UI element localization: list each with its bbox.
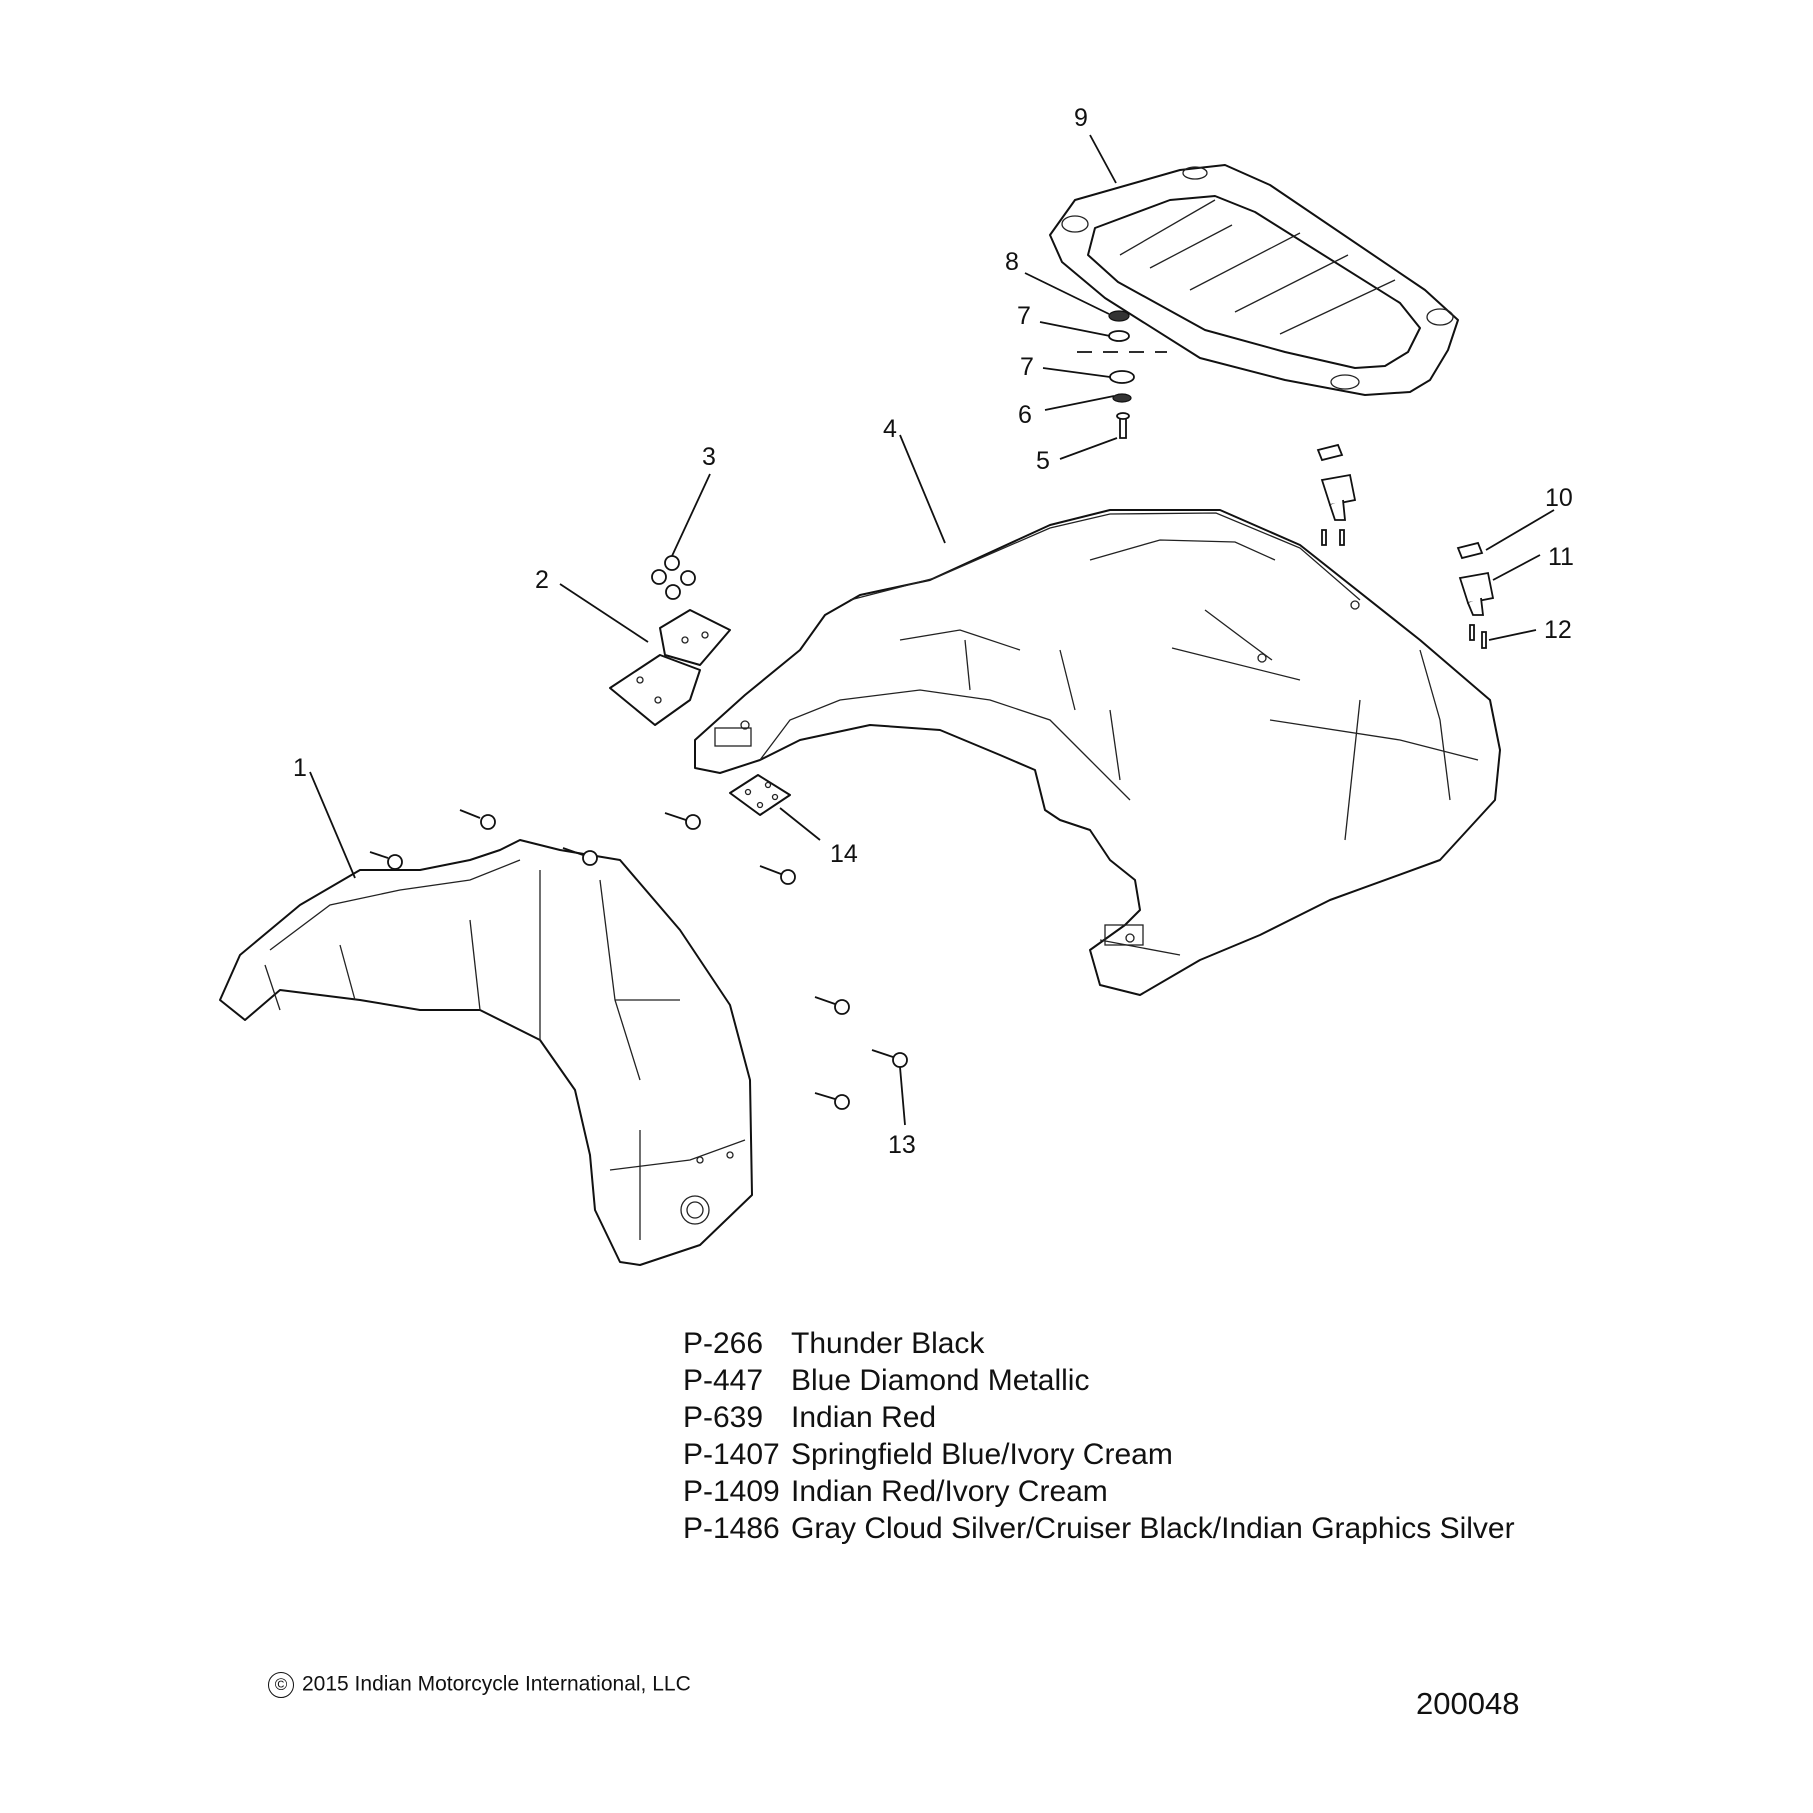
paint-name: Indian Red/Ivory Cream xyxy=(791,1475,1108,1508)
callout-10: 10 xyxy=(1545,484,1573,512)
paint-code-item: P-1407 Springfield Blue/Ivory Cream xyxy=(683,1436,1515,1473)
rack-mount-hardware xyxy=(1077,310,1167,439)
paint-name: Springfield Blue/Ivory Cream xyxy=(791,1438,1173,1471)
drawing-number: 200048 xyxy=(1416,1686,1520,1721)
callout-8: 8 xyxy=(1005,248,1019,276)
paint-name: Thunder Black xyxy=(791,1327,985,1360)
hinge-nuts xyxy=(651,555,696,600)
luggage-rack xyxy=(1049,164,1459,396)
paint-code: P-266 xyxy=(683,1327,764,1360)
callout-1: 1 xyxy=(293,754,307,782)
paint-code-item: P-1409 Indian Red/Ivory Cream xyxy=(683,1473,1515,1510)
trunk-body xyxy=(694,509,1501,996)
paint-code-item: P-1486 Gray Cloud Silver/Cruiser Black/In… xyxy=(683,1510,1515,1547)
callout-7-upper: 7 xyxy=(1017,302,1031,330)
callout-3: 3 xyxy=(702,443,716,471)
callout-12: 12 xyxy=(1544,616,1572,644)
callout-9: 9 xyxy=(1074,104,1088,132)
callout-13: 13 xyxy=(888,1131,916,1159)
paint-code: P-1409 xyxy=(683,1475,780,1508)
copyright-notice: © 2015 Indian Motorcycle International, L… xyxy=(268,1672,691,1698)
paint-code-item: P-447 Blue Diamond Metallic xyxy=(683,1362,1515,1399)
paint-code: P-639 xyxy=(683,1401,764,1434)
callout-11: 11 xyxy=(1548,543,1574,571)
paint-code: P-447 xyxy=(683,1364,764,1397)
paint-name: Indian Red xyxy=(791,1401,937,1434)
callout-5: 5 xyxy=(1036,447,1050,475)
screws xyxy=(369,809,908,1110)
callout-labels: 1 2 3 4 5 6 7 7 8 9 10 11 12 13 14 xyxy=(293,104,1574,1159)
mount-plate xyxy=(729,774,791,816)
callout-14: 14 xyxy=(830,840,858,868)
backrest-pad xyxy=(219,839,753,1266)
leader-lines xyxy=(309,134,1555,1126)
latch-hardware xyxy=(1316,443,1495,649)
callout-4: 4 xyxy=(883,415,897,443)
paint-name: Gray Cloud Silver/Cruiser Black/Indian G… xyxy=(791,1512,1515,1545)
paint-code-list: P-266 Thunder Black P-447 Blue Diamond Met… xyxy=(683,1325,1515,1547)
copyright-text: 2015 Indian Motorcycle International, LL… xyxy=(302,1672,691,1696)
paint-code-item: P-266 Thunder Black xyxy=(683,1325,1515,1362)
paint-code: P-1486 xyxy=(683,1512,780,1545)
hinge-plate xyxy=(609,609,731,726)
callout-7-lower: 7 xyxy=(1020,353,1034,381)
callout-6: 6 xyxy=(1018,401,1032,429)
paint-code-item: P-639 Indian Red xyxy=(683,1399,1515,1436)
paint-name: Blue Diamond Metallic xyxy=(791,1364,1090,1397)
copyright-icon: © xyxy=(268,1672,294,1698)
paint-code: P-1407 xyxy=(683,1438,780,1471)
callout-2: 2 xyxy=(535,566,549,594)
